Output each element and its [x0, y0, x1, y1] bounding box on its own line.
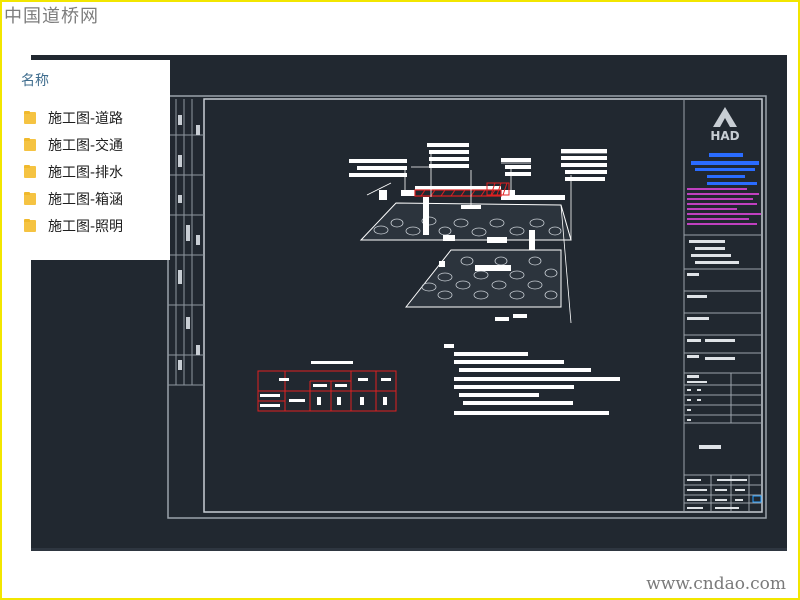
folder-icon [24, 138, 36, 151]
logo-text: HAD [710, 129, 739, 143]
sheet-number-box [752, 495, 762, 503]
red-curb-detail [486, 182, 510, 196]
gravel-texture [373, 216, 562, 300]
notes-text [444, 344, 620, 415]
folder-icon [24, 165, 36, 178]
title-block [683, 99, 762, 512]
watermark-bottom: www.cndao.com [646, 574, 786, 594]
cad-drawing-viewer[interactable]: HAD [31, 55, 787, 548]
folder-icon [24, 111, 36, 124]
folder-list: 施工图-道路 施工图-交通 施工图-排水 施工图-箱涵 施工图-照明 [24, 104, 123, 239]
folder-item-lighting[interactable]: 施工图-照明 [24, 212, 123, 239]
cad-status-strip [31, 548, 787, 551]
folder-item-road[interactable]: 施工图-道路 [24, 104, 123, 131]
annotation-labels [349, 143, 607, 318]
folder-item-traffic[interactable]: 施工图-交通 [24, 131, 123, 158]
folder-icon [24, 219, 36, 232]
left-binding-column [168, 99, 204, 386]
company-info-blue [691, 153, 759, 185]
material-table [257, 361, 397, 412]
binding-column-text [178, 115, 200, 370]
folder-label: 施工图-道路 [48, 110, 124, 127]
sheet-outer-border [167, 95, 767, 519]
folder-label: 施工图-排水 [48, 164, 124, 181]
had-logo-icon [713, 107, 737, 127]
company-info-magenta [687, 188, 761, 225]
folder-item-drainage[interactable]: 施工图-排水 [24, 158, 123, 185]
folder-label: 施工图-照明 [48, 218, 124, 235]
red-highlight-layer [414, 189, 502, 197]
panel-title: 名称 [21, 73, 49, 89]
watermark-top: 中国道桥网 [4, 6, 99, 27]
folder-label: 施工图-箱涵 [48, 191, 124, 208]
folder-label: 施工图-交通 [48, 137, 124, 154]
folder-icon [24, 192, 36, 205]
folder-panel: 名称 施工图-道路 施工图-交通 施工图-排水 施工图-箱涵 施工图-照明 [0, 60, 170, 260]
red-hatch [420, 182, 508, 197]
cad-drawing-sheet: HAD [167, 95, 767, 519]
road-cross-section [349, 143, 607, 324]
title-block-text [687, 240, 747, 509]
folder-item-culvert[interactable]: 施工图-箱涵 [24, 185, 123, 212]
